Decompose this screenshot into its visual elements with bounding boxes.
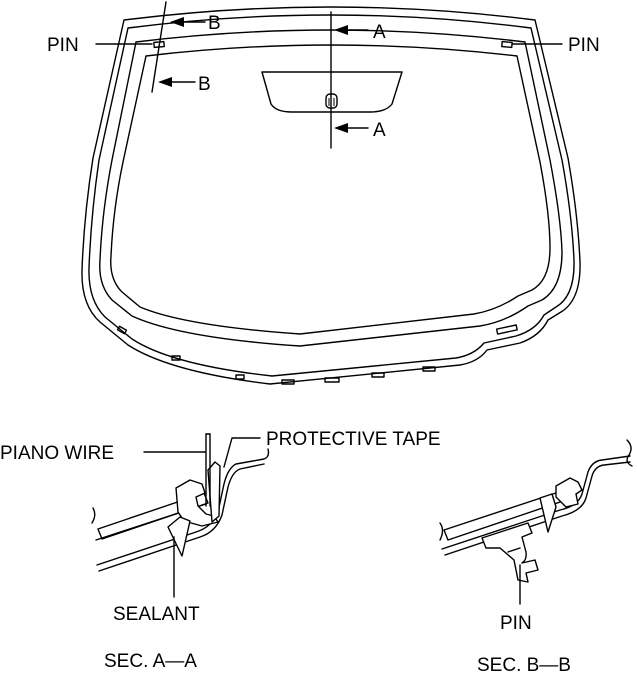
protective-tape-label: PROTECTIVE TAPE [266, 429, 441, 450]
sec-b-caption: SEC. B—B [477, 655, 571, 676]
piano-wire-label: PIANO WIRE [0, 443, 114, 464]
windshield-overview: PIN PIN B B A A [47, 1, 600, 385]
bottom-clip-tabs [116, 324, 518, 385]
section-a-label-bottom: A [373, 120, 386, 141]
pin-clip [481, 522, 539, 583]
section-b-b-detail: PIN SEC. B—B [439, 439, 633, 676]
pin-detail-label: PIN [500, 613, 532, 634]
section-b-label-bottom: B [198, 74, 211, 95]
section-line-b [151, 1, 167, 93]
pin-label-right: PIN [568, 35, 600, 56]
pin-marker-right [501, 40, 513, 49]
sec-a-caption: SEC. A—A [104, 651, 197, 672]
sealant-label: SEALANT [113, 604, 200, 625]
section-a-label-top: A [373, 22, 386, 43]
section-b-label-top: B [208, 13, 221, 34]
ceramic-border-outer [99, 29, 563, 347]
sealant-bead-a [167, 516, 191, 557]
section-a-a-detail: PIANO WIRE PROTECTIVE TAPE SEALANT SEC. … [0, 429, 441, 672]
windshield-outer-edge [81, 6, 581, 385]
ceramic-border-inner [110, 44, 551, 335]
windshield-molding-line [88, 14, 575, 377]
protective-tape-strip [207, 461, 221, 523]
mirror-mount-area [261, 71, 403, 113]
pin-label-left: PIN [47, 35, 79, 56]
